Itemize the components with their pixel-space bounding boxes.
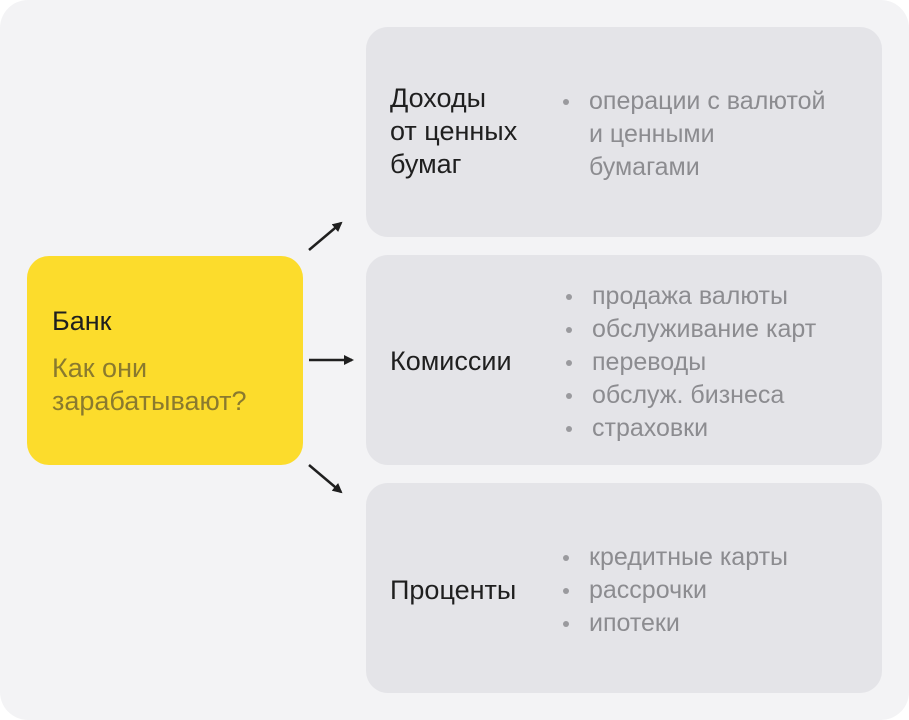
list-item: продажа валюты xyxy=(566,280,816,313)
list-item: обслуживание карт xyxy=(566,313,816,346)
bank-title: Банк xyxy=(52,306,112,336)
card-label: Доходы от ценных бумаг xyxy=(390,82,517,181)
card-item-list: операции с валютой и ценными бумагами xyxy=(563,85,826,184)
list-item: ипотеки xyxy=(563,607,788,640)
list-item: рассрочки xyxy=(563,574,788,607)
list-item: обслуж. бизнеса xyxy=(566,379,816,412)
list-item: и ценными xyxy=(589,120,715,148)
card-label: Проценты xyxy=(390,574,516,607)
list-item: переводы xyxy=(566,346,816,379)
list-item: кредитные карты xyxy=(563,541,788,574)
card-interest: Проценты кредитные карты рассрочки ипоте… xyxy=(366,483,882,693)
card-label-line: Проценты xyxy=(390,575,517,605)
list-item: бумагами xyxy=(589,153,700,181)
card-label-line: Комиссии xyxy=(390,346,512,376)
card-label-line: бумаг xyxy=(390,149,462,179)
card-item-list: кредитные карты рассрочки ипотеки xyxy=(563,541,788,640)
card-securities-income: Доходы от ценных бумаг операции с валюто… xyxy=(366,27,882,237)
card-label-line: от ценных xyxy=(390,116,518,146)
bank-question: Как они зарабатывают? xyxy=(52,353,247,416)
card-commissions: Комиссии продажа валюты обслуживание кар… xyxy=(366,255,882,465)
card-label: Комиссии xyxy=(390,345,512,378)
list-item: операции с валютой xyxy=(563,85,826,118)
arrow-down-right-icon xyxy=(308,464,343,494)
arrow-up-right-icon xyxy=(308,221,343,251)
list-item: страховки xyxy=(566,412,816,445)
card-label-line: Доходы xyxy=(390,83,487,113)
bank-node: Банк Как они зарабатывают? xyxy=(27,256,303,465)
card-item-list: продажа валюты обслуживание карт перевод… xyxy=(566,280,816,445)
